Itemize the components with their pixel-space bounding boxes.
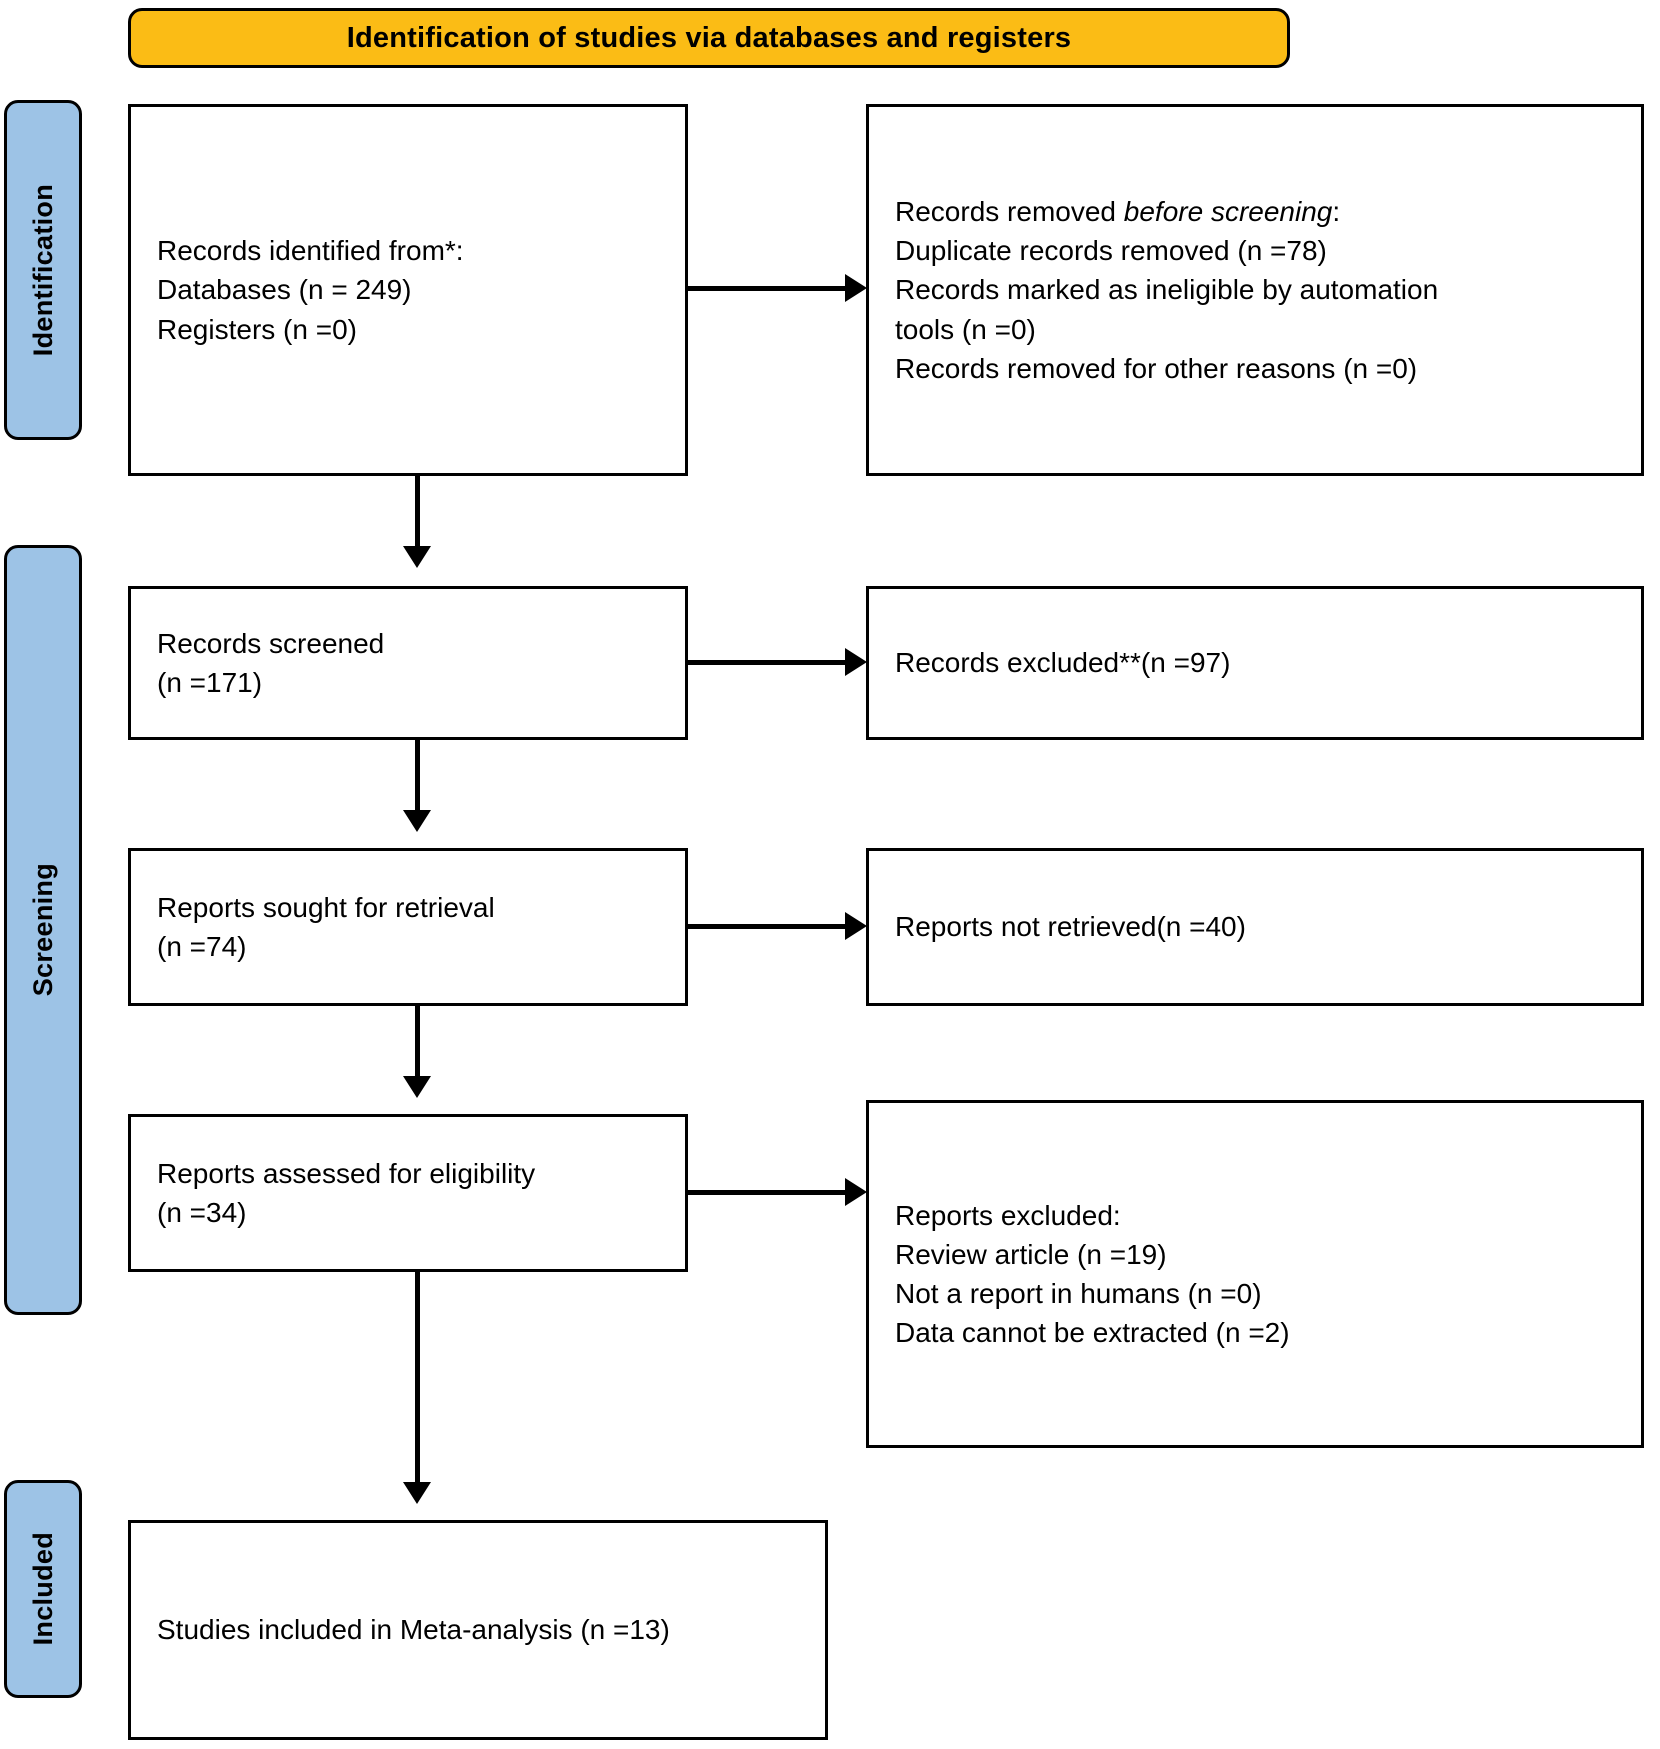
box-reports-assessed-text: Reports assessed for eligibility (n =34) [157, 1157, 536, 1228]
arrowhead-sought-to-assessed-icon [403, 1076, 431, 1098]
box-reports-not-retrieved-text: Reports not retrieved(n =40) [895, 911, 1246, 943]
phase-label-identification: Identification [27, 183, 58, 357]
diagram-title: Identification of studies via databases … [346, 21, 1072, 54]
box-records-screened-text: Records screened (n =171) [157, 627, 385, 698]
connector-screened-to-excluded [688, 660, 850, 665]
box-records-excluded-text: Records excluded**(n =97) [895, 647, 1231, 679]
connector-identified-to-screened [415, 476, 420, 552]
arrowhead-sought-to-not-retrieved-icon [845, 912, 867, 940]
records-removed-rest: Duplicate records removed (n =78) Record… [895, 235, 1439, 384]
records-removed-heading-prefix: Records removed [895, 196, 1124, 228]
connector-sought-to-not-retrieved [688, 924, 850, 929]
phase-label-included: Included [27, 1532, 58, 1646]
connector-assessed-to-excluded [688, 1190, 850, 1195]
connector-sought-to-assessed [415, 1006, 420, 1082]
box-studies-included: Studies included in Meta-analysis (n =13… [128, 1520, 828, 1740]
box-reports-excluded: Reports excluded: Review article (n =19)… [866, 1100, 1644, 1448]
box-reports-sought: Reports sought for retrieval (n =74) [128, 848, 688, 1006]
box-reports-assessed: Reports assessed for eligibility (n =34) [128, 1114, 688, 1272]
box-records-excluded: Records excluded**(n =97) [866, 586, 1644, 740]
box-records-removed-text: Records removed before screening: Duplic… [869, 192, 1452, 388]
arrowhead-assessed-to-included-icon [403, 1482, 431, 1504]
box-records-identified: Records identified from*: Databases (n =… [128, 104, 688, 476]
box-reports-excluded-text: Reports excluded: Review article (n =19)… [895, 1199, 1290, 1349]
arrowhead-identified-to-removed-icon [845, 274, 867, 302]
connector-assessed-to-included [415, 1272, 420, 1488]
phase-bar-included: Included [4, 1480, 82, 1698]
arrowhead-screened-to-excluded-icon [845, 648, 867, 676]
phase-bar-identification: Identification [4, 100, 82, 440]
arrowhead-screened-to-sought-icon [403, 810, 431, 832]
connector-identified-to-removed [688, 286, 850, 291]
box-records-identified-text: Records identified from*: Databases (n =… [157, 235, 464, 345]
box-studies-included-text: Studies included in Meta-analysis (n =13… [157, 1614, 670, 1646]
connector-screened-to-sought [415, 740, 420, 816]
phase-label-screening: Screening [27, 863, 58, 997]
box-records-removed: Records removed before screening: Duplic… [866, 104, 1644, 476]
arrowhead-assessed-to-excluded-icon [845, 1178, 867, 1206]
box-records-screened: Records screened (n =171) [128, 586, 688, 740]
box-reports-sought-text: Reports sought for retrieval (n =74) [157, 891, 495, 962]
phase-banner-identification: Identification of studies via databases … [128, 8, 1290, 68]
phase-bar-screening: Screening [4, 545, 82, 1315]
arrowhead-identified-to-screened-icon [403, 546, 431, 568]
records-removed-heading-suffix: : [1332, 196, 1341, 228]
records-removed-heading-italic: before screening [1123, 196, 1333, 228]
box-reports-not-retrieved: Reports not retrieved(n =40) [866, 848, 1644, 1006]
